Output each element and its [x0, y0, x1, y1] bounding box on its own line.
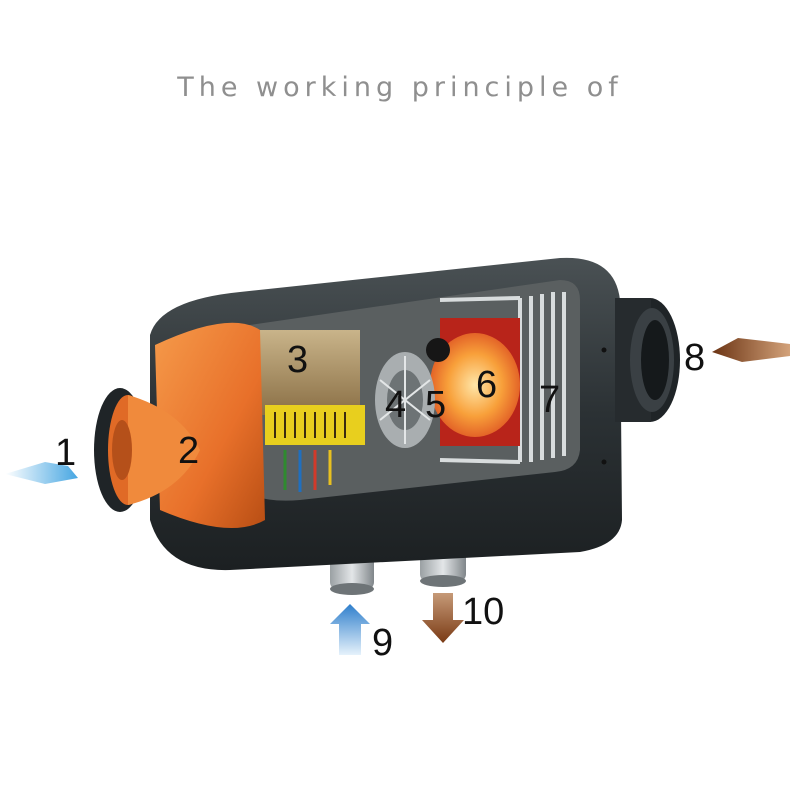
label-10: 10 — [462, 591, 504, 633]
label-2: 2 — [178, 430, 199, 472]
label-9: 9 — [372, 622, 393, 664]
glow-plug — [426, 338, 450, 362]
label-7: 7 — [539, 379, 560, 421]
label-5: 5 — [425, 384, 446, 426]
label-4: 4 — [385, 384, 406, 426]
blower-fan — [94, 322, 265, 528]
diagram-title: The working principle of — [177, 72, 623, 103]
label-6: 6 — [476, 364, 497, 406]
motor — [255, 330, 360, 415]
cold-air-inlet-arrow — [5, 462, 78, 484]
warm-air-outlet-arrow — [712, 338, 790, 362]
label-3: 3 — [287, 339, 308, 381]
flame — [430, 333, 520, 437]
cutaway-interior — [215, 280, 580, 501]
exhaust-outlet-arrow — [422, 593, 464, 643]
label-1: 1 — [55, 432, 76, 474]
combustion-air-inlet-arrow — [330, 604, 370, 655]
label-8: 8 — [684, 337, 705, 379]
